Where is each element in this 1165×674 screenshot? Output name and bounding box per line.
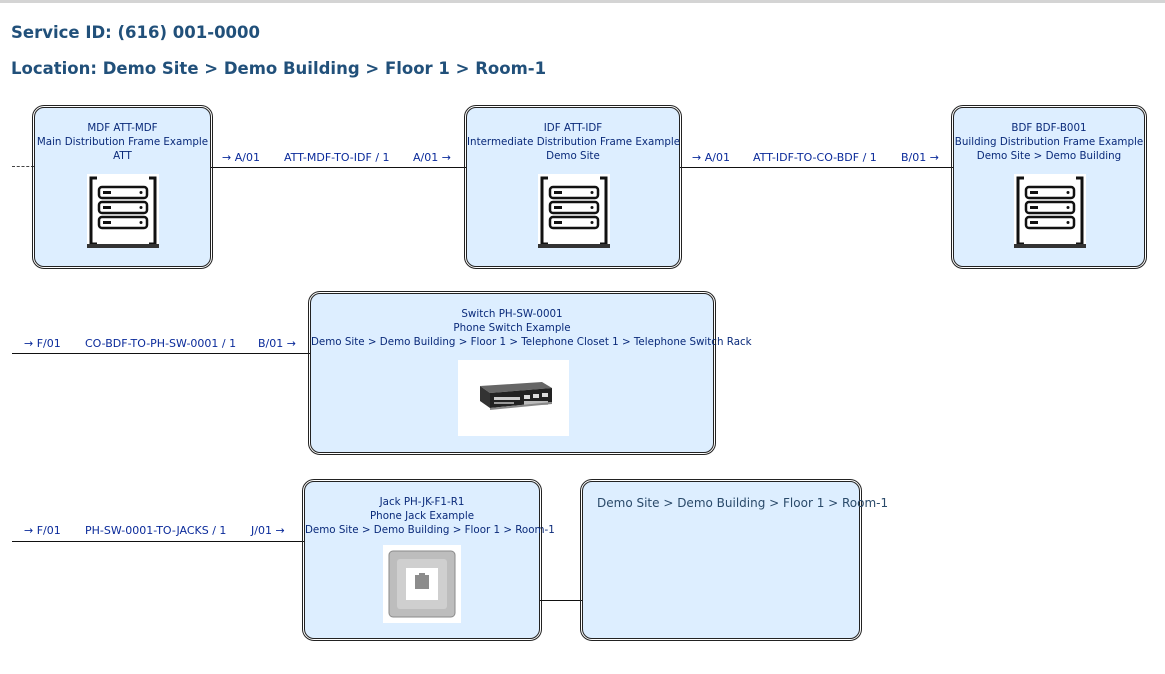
node-title: MDF ATT-MDF bbox=[87, 122, 158, 134]
connection-cable-link[interactable]: ATT-IDF-TO-CO-BDF / 1 bbox=[753, 151, 877, 164]
node-title: Jack PH-JK-F1-R1 bbox=[379, 496, 465, 508]
wire-jack-room bbox=[540, 600, 582, 601]
location-heading: Location: Demo Site > Demo Building > Fl… bbox=[11, 59, 547, 78]
connection-cable-link[interactable]: CO-BDF-TO-PH-SW-0001 / 1 bbox=[85, 337, 237, 350]
connection-to-port[interactable]: J/01 → bbox=[251, 524, 285, 537]
node-description: Intermediate Distribution Frame Example bbox=[467, 136, 681, 148]
node-jack[interactable]: Jack PH-JK-F1-R1 Phone Jack Example Demo… bbox=[302, 479, 555, 641]
phone-jack-icon bbox=[383, 545, 461, 623]
node-idf[interactable]: IDF ATT-IDF Intermediate Distribution Fr… bbox=[464, 105, 682, 269]
connection-from-port[interactable]: → F/01 bbox=[24, 524, 61, 537]
node-title: BDF BDF-B001 bbox=[1011, 122, 1087, 134]
node-location: Demo Site > Demo Building > Floor 1 > Ro… bbox=[305, 524, 555, 536]
node-mdf[interactable]: MDF ATT-MDF Main Distribution Frame Exam… bbox=[32, 105, 213, 269]
connection-from-port[interactable]: → A/01 bbox=[222, 151, 260, 164]
wire-idf-bdf bbox=[680, 167, 953, 168]
node-location: ATT bbox=[113, 150, 132, 162]
phone-switch-icon bbox=[458, 360, 569, 436]
connection-to-port[interactable]: B/01 → bbox=[258, 337, 296, 350]
node-title: IDF ATT-IDF bbox=[543, 122, 603, 134]
node-description: Building Distribution Frame Example bbox=[954, 136, 1144, 148]
server-rack-icon bbox=[87, 174, 159, 248]
incoming-wire-stub bbox=[12, 166, 34, 167]
node-bdf[interactable]: BDF BDF-B001 Building Distribution Frame… bbox=[951, 105, 1147, 269]
service-id-heading: Service ID: (616) 001-0000 bbox=[11, 23, 260, 42]
node-title: Switch PH-SW-0001 bbox=[461, 308, 563, 320]
connection-cable-link[interactable]: ATT-MDF-TO-IDF / 1 bbox=[284, 151, 390, 164]
connection-cable-link[interactable]: PH-SW-0001-TO-JACKS / 1 bbox=[85, 524, 227, 537]
node-description: Main Distribution Frame Example bbox=[36, 136, 209, 148]
node-description: Phone Switch Example bbox=[453, 322, 571, 334]
connection-to-port[interactable]: B/01 → bbox=[901, 151, 939, 164]
node-location: Demo Site > Demo Building > Floor 1 > Te… bbox=[311, 336, 752, 348]
node-location: Demo Site > Demo Building bbox=[976, 150, 1122, 162]
wire-bdf-switch bbox=[12, 353, 310, 354]
connection-to-port[interactable]: A/01 → bbox=[413, 151, 451, 164]
server-rack-icon bbox=[538, 174, 610, 248]
room-location: Demo Site > Demo Building > Floor 1 > Ro… bbox=[597, 496, 889, 510]
node-location: Demo Site bbox=[546, 150, 600, 162]
node-description: Phone Jack Example bbox=[369, 510, 475, 522]
node-room[interactable]: Demo Site > Demo Building > Floor 1 > Ro… bbox=[580, 479, 888, 641]
wire-switch-jack bbox=[12, 541, 304, 542]
connection-from-port[interactable]: → F/01 bbox=[24, 337, 61, 350]
wire-mdf-idf bbox=[211, 167, 466, 168]
server-rack-icon bbox=[1014, 174, 1086, 248]
node-switch[interactable]: Switch PH-SW-0001 Phone Switch Example D… bbox=[308, 291, 752, 455]
connection-from-port[interactable]: → A/01 bbox=[692, 151, 730, 164]
